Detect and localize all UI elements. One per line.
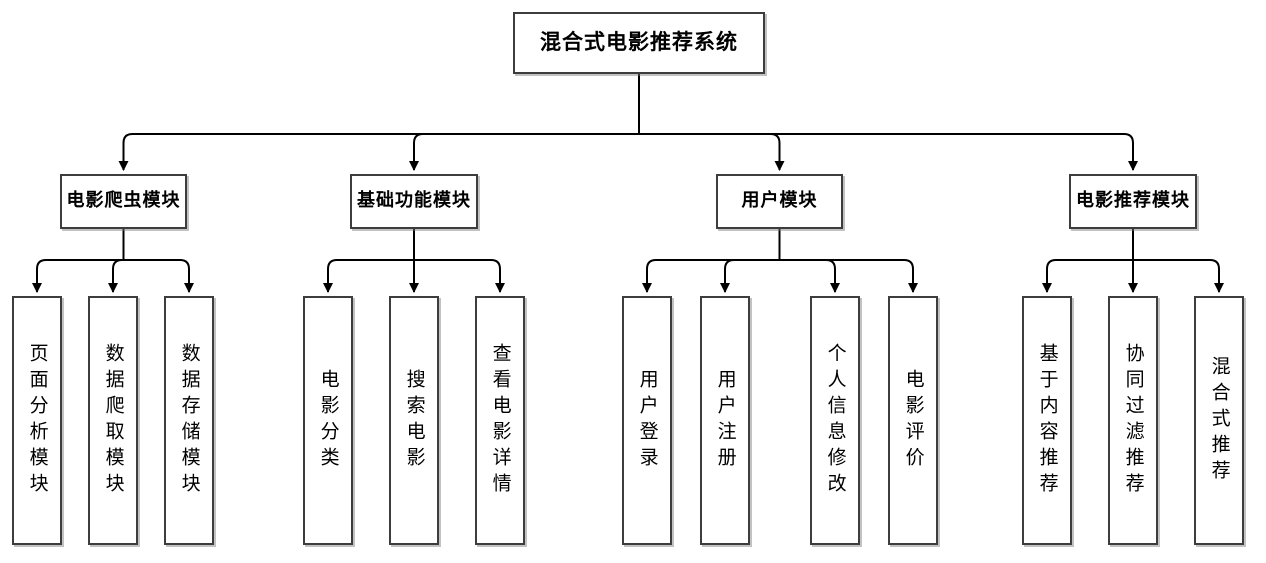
node-leaf-2[interactable]: 数据爬取模块 bbox=[88, 296, 138, 545]
node-leaf-10-label: 电影评价 bbox=[902, 368, 925, 473]
node-module-4[interactable]: 电影推荐模块 bbox=[1069, 174, 1197, 229]
node-leaf-5-label: 搜索电影 bbox=[403, 368, 426, 473]
node-leaf-4-label: 电影分类 bbox=[317, 368, 340, 473]
node-leaf-1-label: 页面分析模块 bbox=[26, 342, 49, 499]
node-leaf-5[interactable]: 搜索电影 bbox=[389, 296, 439, 545]
node-leaf-9[interactable]: 个人信息修改 bbox=[810, 296, 860, 545]
node-leaf-13-label: 混合式推荐 bbox=[1208, 355, 1231, 486]
node-leaf-3[interactable]: 数据存储模块 bbox=[164, 296, 214, 545]
node-module-1-label: 电影爬虫模块 bbox=[66, 190, 181, 212]
node-leaf-6[interactable]: 查看电影详情 bbox=[475, 296, 525, 545]
node-module-2[interactable]: 基础功能模块 bbox=[350, 174, 478, 229]
node-leaf-3-label: 数据存储模块 bbox=[178, 342, 201, 499]
node-module-1[interactable]: 电影爬虫模块 bbox=[60, 174, 187, 229]
node-leaf-10[interactable]: 电影评价 bbox=[888, 296, 938, 545]
node-module-4-label: 电影推荐模块 bbox=[1076, 190, 1190, 212]
node-leaf-8-label: 用户注册 bbox=[714, 368, 737, 473]
node-leaf-6-label: 查看电影详情 bbox=[489, 342, 512, 499]
node-leaf-12-label: 协同过滤推荐 bbox=[1122, 342, 1145, 499]
node-module-3[interactable]: 用户模块 bbox=[716, 174, 843, 229]
node-leaf-7-label: 用户登录 bbox=[636, 368, 659, 473]
node-leaf-7[interactable]: 用户登录 bbox=[622, 296, 672, 545]
node-leaf-11-label: 基于内容推荐 bbox=[1036, 342, 1059, 499]
node-root-label: 混合式电影推荐系统 bbox=[540, 30, 738, 55]
node-leaf-12[interactable]: 协同过滤推荐 bbox=[1108, 296, 1158, 545]
node-leaf-13[interactable]: 混合式推荐 bbox=[1194, 296, 1244, 545]
node-leaf-2-label: 数据爬取模块 bbox=[102, 342, 125, 499]
node-leaf-1[interactable]: 页面分析模块 bbox=[12, 296, 62, 545]
node-leaf-11[interactable]: 基于内容推荐 bbox=[1022, 296, 1072, 545]
node-leaf-9-label: 个人信息修改 bbox=[824, 342, 847, 499]
node-root[interactable]: 混合式电影推荐系统 bbox=[513, 12, 765, 74]
node-module-2-label: 基础功能模块 bbox=[357, 190, 471, 212]
node-module-3-label: 用户模块 bbox=[741, 190, 818, 212]
node-leaf-4[interactable]: 电影分类 bbox=[303, 296, 353, 545]
node-leaf-8[interactable]: 用户注册 bbox=[700, 296, 750, 545]
